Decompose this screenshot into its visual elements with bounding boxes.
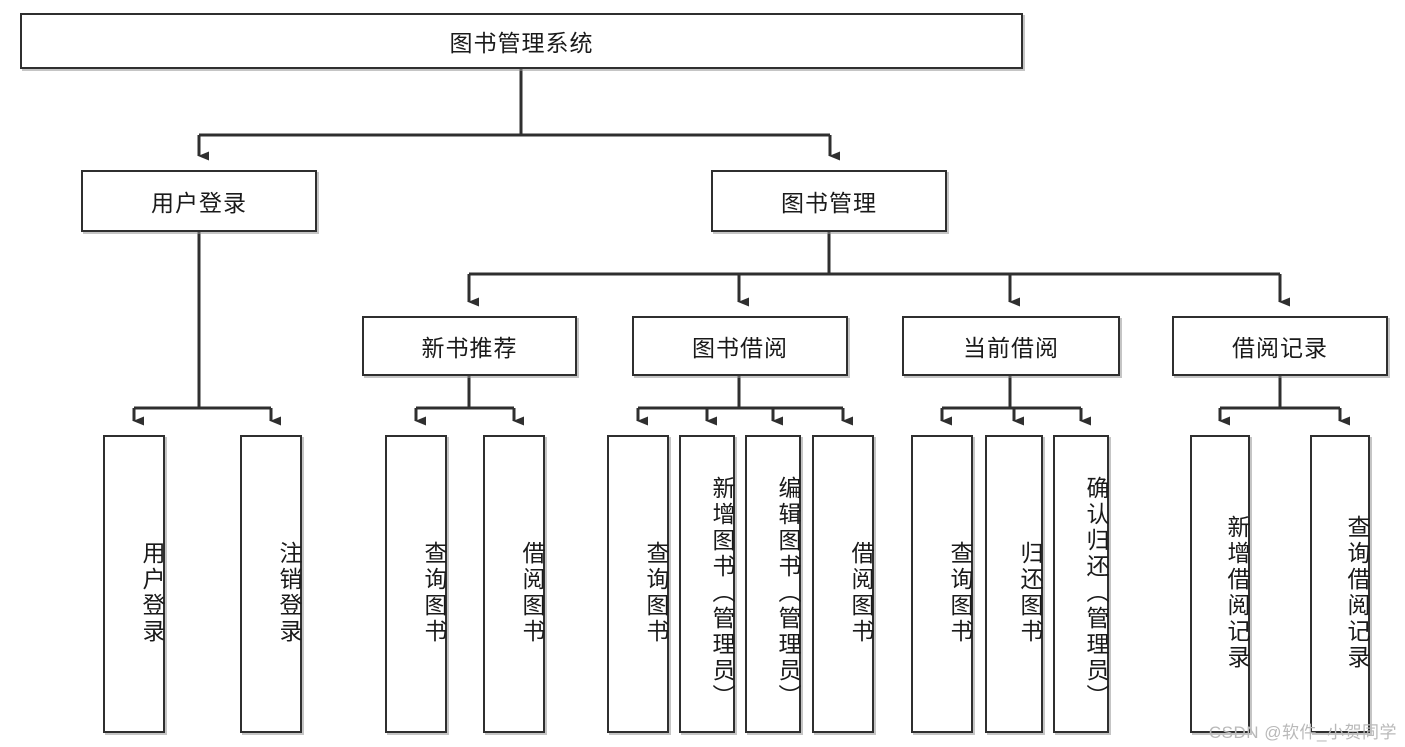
node-leaf-query-book-cur[interactable]: 查询图书	[911, 435, 973, 733]
edge-userlogin-to-leaves	[132, 232, 281, 426]
node-leaf-add-record[interactable]: 新增借阅记录	[1190, 435, 1250, 733]
node-leaf-user-login-label: 用户登录	[139, 541, 165, 645]
node-user-login-label: 用户登录	[151, 190, 247, 216]
node-leaf-confirm-return[interactable]: 确认归还（管理员）	[1053, 435, 1109, 733]
node-leaf-query-book-rec[interactable]: 查询图书	[385, 435, 447, 733]
node-book-manage-label: 图书管理	[781, 190, 877, 216]
node-user-login[interactable]: 用户登录	[81, 170, 317, 232]
node-borrow-record[interactable]: 借阅记录	[1172, 316, 1388, 376]
node-leaf-add-record-label: 新增借阅记录	[1224, 515, 1250, 671]
node-leaf-add-book[interactable]: 新增图书（管理员）	[679, 435, 735, 733]
node-leaf-query-book-rec-label: 查询图书	[421, 541, 447, 645]
node-leaf-borrow-book-label: 借阅图书	[848, 541, 874, 645]
node-leaf-query-record[interactable]: 查询借阅记录	[1310, 435, 1370, 733]
node-book-borrow-label: 图书借阅	[692, 335, 788, 361]
edge-root-to-level1	[197, 69, 840, 161]
node-book-manage[interactable]: 图书管理	[711, 170, 947, 232]
node-leaf-confirm-return-label: 确认归还（管理员）	[1083, 476, 1109, 710]
node-current-borrow[interactable]: 当前借阅	[902, 316, 1120, 376]
node-leaf-add-book-label: 新增图书（管理员）	[709, 476, 735, 710]
node-leaf-query-record-label: 查询借阅记录	[1344, 515, 1370, 671]
node-leaf-logout[interactable]: 注销登录	[240, 435, 302, 733]
node-leaf-edit-book-label: 编辑图书（管理员）	[775, 476, 801, 710]
node-new-book-rec[interactable]: 新书推荐	[362, 316, 577, 376]
node-leaf-logout-label: 注销登录	[276, 541, 302, 645]
edge-bookmanage-to-level2	[467, 232, 1290, 307]
node-leaf-edit-book[interactable]: 编辑图书（管理员）	[745, 435, 801, 733]
node-root[interactable]: 图书管理系统	[20, 13, 1023, 69]
node-leaf-query-book-cur-label: 查询图书	[947, 541, 973, 645]
node-leaf-return-book[interactable]: 归还图书	[985, 435, 1043, 733]
watermark: CSDN @软件_小贺同学	[1208, 723, 1397, 742]
node-borrow-record-label: 借阅记录	[1232, 335, 1328, 361]
node-book-borrow[interactable]: 图书借阅	[632, 316, 848, 376]
edge-bookborrow-to-leaves	[636, 376, 853, 426]
node-leaf-user-login[interactable]: 用户登录	[103, 435, 165, 733]
node-leaf-borrow-book-rec-label: 借阅图书	[519, 541, 545, 645]
node-root-label: 图书管理系统	[449, 30, 594, 56]
node-leaf-query-book-borrow-label: 查询图书	[643, 541, 669, 645]
node-leaf-return-book-label: 归还图书	[1017, 541, 1043, 645]
edge-borrowrecord-to-leaves	[1218, 376, 1350, 426]
node-leaf-borrow-book[interactable]: 借阅图书	[812, 435, 874, 733]
edge-newbookrec-to-leaves	[414, 376, 524, 426]
node-leaf-borrow-book-rec[interactable]: 借阅图书	[483, 435, 545, 733]
node-new-book-rec-label: 新书推荐	[421, 335, 518, 361]
node-leaf-query-book-borrow[interactable]: 查询图书	[607, 435, 669, 733]
node-current-borrow-label: 当前借阅	[963, 335, 1059, 361]
edge-currentborrow-to-leaves	[940, 376, 1091, 426]
